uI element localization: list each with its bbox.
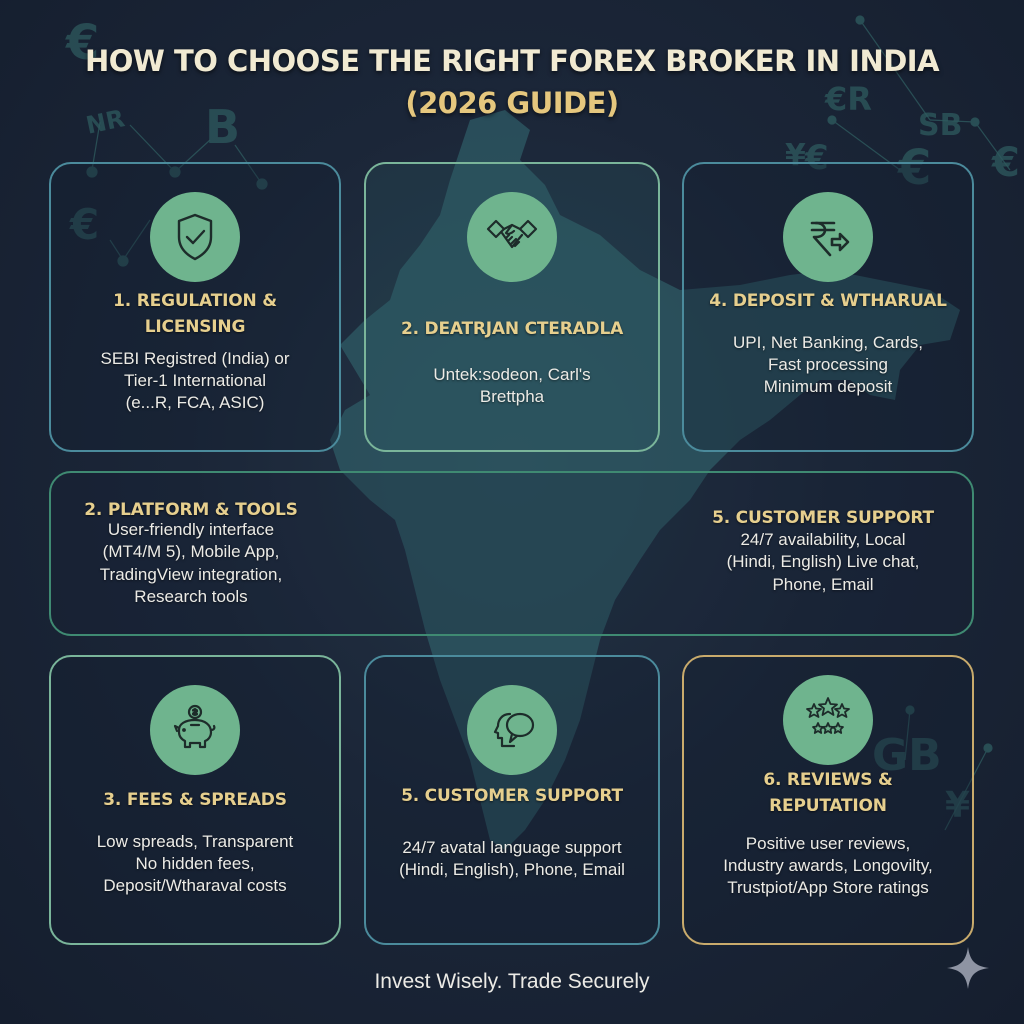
card-body: SEBI Registred (India) or Tier-1 Interna… <box>51 348 339 414</box>
card-title-line: 2. PLATFORM & TOOLS <box>84 500 298 520</box>
card-regulation-licensing: 1. REGULATION & LICENSING SEBI Registred… <box>49 162 341 452</box>
card-body-line: Deposit/Wtharaval costs <box>103 876 287 896</box>
card-body-line: 24/7 avatal language support <box>402 838 622 857</box>
card-body-line: Minimum deposit <box>763 377 893 397</box>
card-body-line: (e...R, FCA, ASIC) <box>125 393 265 413</box>
card-body-line: (MT4/M 5), Mobile App, <box>102 542 280 562</box>
sparkle-icon <box>947 947 989 989</box>
card-body: Untek:sodeon, Carl's Brettpha <box>366 364 658 408</box>
card-body: User-friendly interface (MT4/M 5), Mobil… <box>51 519 331 607</box>
card-platform-support-wide: 2. PLATFORM & TOOLS User-friendly interf… <box>49 471 974 636</box>
card-title-line: REPUTATION <box>769 796 887 817</box>
rupee-transfer-icon <box>783 192 873 282</box>
card-body: Low spreads, Transparent No hidden fees,… <box>51 831 339 897</box>
card-title-line: 3. FEES & SPREADS <box>103 790 287 810</box>
customer-support-section: 5. CUSTOMER SUPPORT 24/7 availability, L… <box>678 505 968 596</box>
title-line-2: (2026 GUIDE) <box>405 86 619 121</box>
card-title: 2. PLATFORM & TOOLS <box>51 497 331 523</box>
page-title: HOW TO CHOOSE THE RIGHT FOREX BROKER IN … <box>0 40 1024 124</box>
card-title-line: 5. CUSTOMER SUPPORT <box>712 508 934 528</box>
card-title: 5. CUSTOMER SUPPORT <box>678 505 968 531</box>
stars-rating-icon <box>783 675 873 765</box>
card-body-line: Untek:sodeon, Carl's <box>433 365 591 384</box>
card-body: 24/7 avatal language support (Hindi, Eng… <box>366 837 658 881</box>
card-title-line: 4. DEPOSIT & WTHARUAL <box>709 291 947 311</box>
card-body-line: Trustpiot/App Store ratings <box>727 878 929 898</box>
piggy-bank-coin-icon <box>150 685 240 775</box>
card-title-line: 1. REGULATION & <box>113 291 277 311</box>
card-body-line: 24/7 availability, Local <box>740 530 906 550</box>
card-title-line: 6. REVIEWS & <box>763 770 893 790</box>
handshake-icon <box>467 192 557 282</box>
card-deposit-withdrawal: 4. DEPOSIT & WTHARUAL UPI, Net Banking, … <box>682 162 974 452</box>
card-body-line: (Hindi, English) Live chat, <box>726 552 920 572</box>
card-body-line: Positive user reviews, <box>745 834 911 853</box>
card-title: 4. DEPOSIT & WTHARUAL <box>684 288 972 314</box>
card-body-line: TradingView integration, <box>99 564 283 584</box>
card-reviews-reputation: 6. REVIEWS & REPUTATION Positive user re… <box>682 655 974 945</box>
card-body: 24/7 availability, Local (Hindi, English… <box>678 529 968 595</box>
card-body-line: UPI, Net Banking, Cards, <box>733 333 923 352</box>
card-title-line: LICENSING <box>144 317 246 338</box>
card-body-line: Low spreads, Transparent <box>96 832 294 851</box>
card-body-line: SEBI Registred (India) or <box>100 349 290 368</box>
card-body: Positive user reviews, Industry awards, … <box>684 833 972 899</box>
card-body-line: Phone, Email <box>772 574 874 594</box>
card-body-line: Research tools <box>134 586 248 606</box>
card-body-line: User-friendly interface <box>107 520 275 540</box>
card-body: UPI, Net Banking, Cards, Fast processing… <box>684 332 972 398</box>
card-body-line: Tier-1 International <box>123 371 267 391</box>
card-title: 2. DEATRJAN CTERADLA <box>366 316 658 342</box>
shield-check-icon <box>150 192 240 282</box>
card-title: 3. FEES & SPREADS <box>51 787 339 813</box>
card-title: 6. REVIEWS & REPUTATION <box>684 767 972 820</box>
card-customer-support: 5. CUSTOMER SUPPORT 24/7 avatal language… <box>364 655 660 945</box>
card-body-line: Fast processing <box>768 355 888 375</box>
card-body-line: No hidden fees, <box>135 854 255 874</box>
card-fees-spreads: 3. FEES & SPREADS Low spreads, Transpare… <box>49 655 341 945</box>
card-body-line: Industry awards, Longovilty, <box>723 856 933 876</box>
card-body-line: Brettpha <box>479 387 545 407</box>
speech-head-icon <box>467 685 557 775</box>
card-title: 1. REGULATION & LICENSING <box>51 288 339 341</box>
card-deatrjan-cteradla: 2. DEATRJAN CTERADLA Untek:sodeon, Carl'… <box>364 162 660 452</box>
euro-glyph: € <box>992 140 1020 186</box>
card-title: 5. CUSTOMER SUPPORT <box>366 783 658 809</box>
card-title-line: 2. DEATRJAN CTERADLA <box>400 319 624 339</box>
card-body-line: (Hindi, English), Phone, Email <box>399 860 625 880</box>
card-title-line: 5. CUSTOMER SUPPORT <box>401 786 623 806</box>
platform-tools-section: 2. PLATFORM & TOOLS User-friendly interf… <box>51 497 331 608</box>
footer-tagline: Invest Wisely. Trade Securely <box>374 970 650 993</box>
title-line-1: HOW TO CHOOSE THE RIGHT FOREX BROKER IN … <box>84 44 940 78</box>
